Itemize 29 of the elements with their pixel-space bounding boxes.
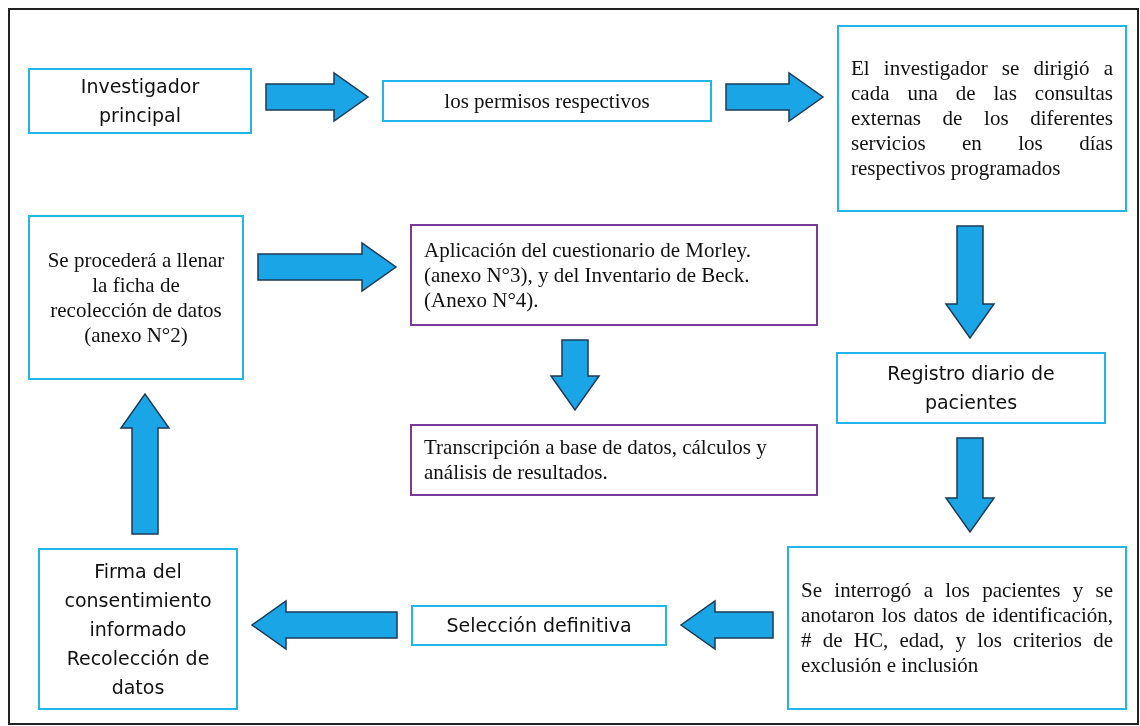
step-text: Se interrogó a los pacientes y se anotaron los datos de identificación, # de HC, edad, y los criterios de exclusión e inclusión — [801, 578, 1113, 678]
block-arrow — [944, 225, 996, 340]
step-text: Selección definitiva — [445, 613, 633, 638]
process-box — [410, 424, 818, 496]
step-text: El investigador se dirigió a cada una de las consultas externas de los diferentes servicios en los días respectivos programados — [851, 56, 1113, 181]
process-box — [411, 605, 667, 646]
process-box — [410, 224, 818, 326]
block-arrow — [725, 71, 825, 123]
process-box — [28, 68, 252, 134]
step-text: los permisos respectivos — [443, 88, 651, 114]
step-text: Registro diario de pacientes — [886, 361, 1056, 415]
process-box — [382, 80, 712, 122]
process-box — [28, 215, 244, 380]
block-arrow — [944, 437, 996, 534]
step-text: Transcripción a base de datos, cálculos y análisis de resultados. — [424, 435, 768, 485]
block-arrow — [549, 339, 601, 412]
block-arrow — [265, 71, 370, 123]
block-arrow — [679, 599, 774, 651]
step-text: Se procederá a llenar la ficha de recolección de datos (anexo N°2) — [46, 247, 226, 348]
block-arrow — [119, 392, 171, 535]
process-box — [836, 352, 1106, 424]
process-box — [38, 548, 238, 710]
block-arrow — [257, 241, 398, 293]
process-box — [837, 25, 1127, 212]
step-text: Firma del consentimiento informado Recolección de datos — [63, 558, 213, 700]
process-box — [787, 546, 1127, 710]
step-text: Investigador principal — [79, 74, 201, 128]
step-text: Aplicación del cuestionario de Morley. (anexo N°3), y del Inventario de Beck. (Anexo N°4). — [424, 237, 752, 313]
block-arrow — [250, 599, 398, 651]
